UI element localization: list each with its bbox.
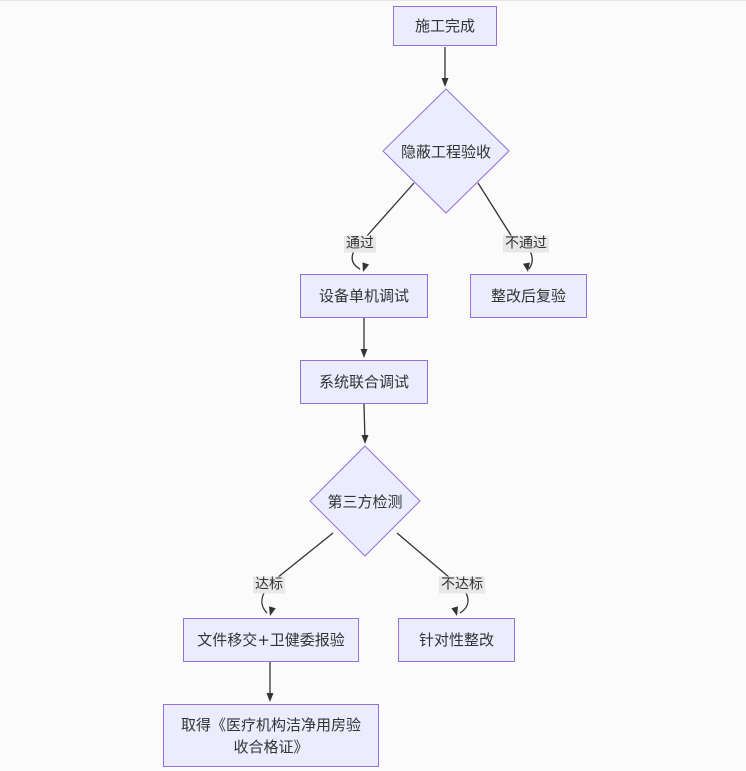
edge-line [363, 403, 366, 442]
edge-line [396, 532, 451, 579]
edge-line [276, 532, 334, 579]
node-document-handover-health-commission[interactable]: 文件移交+卫健委报验 [183, 618, 359, 662]
node-targeted-rectification[interactable]: 针对性整改 [398, 618, 515, 662]
node-label: 整改后复验 [490, 287, 566, 305]
node-third-party-testing-label: 第三方检测 [327, 492, 403, 511]
arrowhead [360, 349, 368, 358]
node-certificate-obtained[interactable]: 取得《医疗机构洁净用房验收合格证》 [163, 704, 379, 767]
node-equipment-standalone-debugging[interactable]: 设备单机调试 [300, 274, 428, 318]
edge-label-pass: 通过 [344, 235, 376, 253]
node-label: 文件移交+卫健委报验 [197, 631, 345, 649]
edge-line [351, 250, 361, 270]
node-construction-complete[interactable]: 施工完成 [393, 6, 497, 46]
node-label: 施工完成 [414, 17, 475, 35]
arrowhead [522, 262, 530, 272]
edge-line [528, 250, 533, 270]
edge-line [459, 592, 469, 614]
edge-line [261, 592, 268, 614]
node-label: 针对性整改 [418, 631, 494, 649]
edge-label-fail: 不通过 [503, 235, 549, 253]
arrowhead [361, 435, 369, 444]
node-hidden-works-acceptance-label: 隐蔽工程验收 [400, 142, 491, 161]
node-label: 设备单机调试 [318, 287, 409, 305]
edge-line [365, 182, 415, 238]
arrowhead [441, 78, 449, 87]
edge-line [477, 182, 513, 238]
node-recheck-after-rectification[interactable]: 整改后复验 [470, 274, 587, 318]
edge-label-meets-standard: 达标 [253, 576, 285, 594]
arrowhead [266, 693, 274, 702]
edge-label-below-standard: 不达标 [439, 576, 485, 594]
node-hidden-works-acceptance-diamond[interactable] [382, 88, 510, 214]
node-label: 系统联合调试 [318, 373, 409, 391]
node-label: 取得《医疗机构洁净用房验收合格证》 [180, 715, 361, 756]
arrowhead [451, 606, 459, 616]
node-third-party-testing-diamond[interactable] [309, 445, 421, 557]
node-system-joint-debugging[interactable]: 系统联合调试 [300, 360, 428, 404]
arrowhead [268, 606, 276, 616]
arrowhead [362, 262, 370, 272]
